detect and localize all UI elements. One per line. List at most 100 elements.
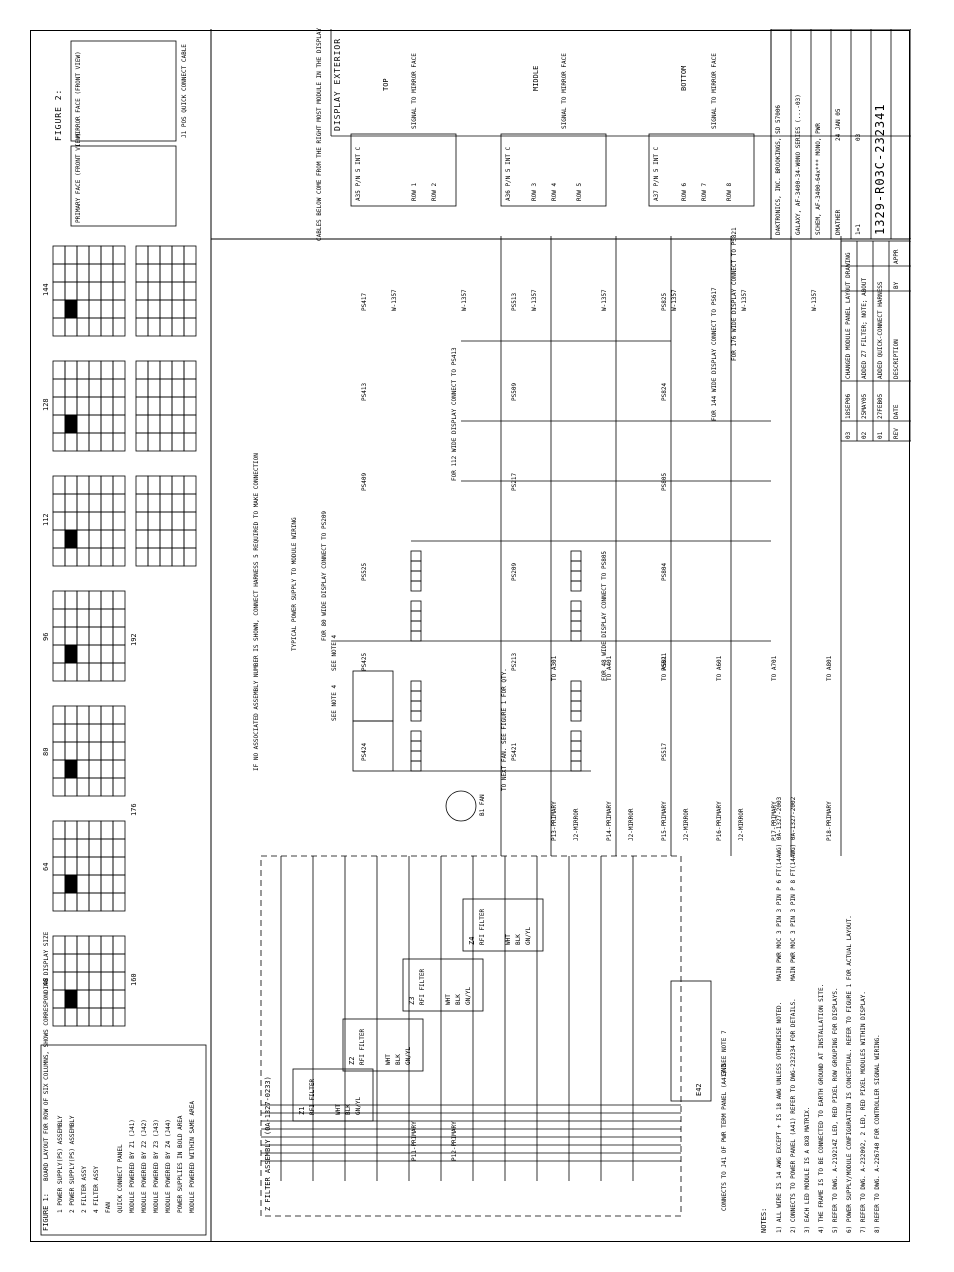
section-middle: MIDDLE [532, 65, 540, 91]
board-size-label-lower: 176 [130, 803, 138, 816]
legend-item: QUICK CONNECT PANEL [117, 1144, 124, 1213]
legend-item: MODULE POWERED WITHIN SAME AREA [189, 1101, 196, 1213]
ps-label: PS424 [361, 742, 368, 761]
z-wire-color: BLK [515, 934, 522, 945]
row-2: ROW 2 [431, 182, 438, 201]
rev-cell-desc: ADDED Z7 FILTER; NOTE; ABOUT [861, 277, 868, 379]
board-size-label-lower: 160 [130, 973, 138, 986]
revision: 03 [855, 133, 862, 141]
module-label-top: A35 P/N 5 INT C [355, 146, 362, 201]
row-8: ROW 8 [726, 182, 733, 201]
note-item: 4) THE FRAME IS TO BE CONNECTED TO EARTH… [818, 983, 825, 1233]
ps-label: PS513 [511, 292, 518, 311]
z-wire-color: GN/YL [525, 926, 532, 945]
fan-label: B1 FAN [479, 794, 486, 816]
ps-label: PS217 [511, 472, 518, 491]
figure1-boards [52, 245, 197, 1027]
rev-header-cell: REV [893, 428, 900, 439]
rev-cell-desc: ADDED QUICK-CONNECT HARNESS [877, 281, 884, 379]
cables-note: CABLES BELOW COME FROM THE RIGHT MOST MO… [316, 27, 323, 241]
harness-item: MAIN PWR MOC 3 PIN 3 PIN P 6 FT(14AWG) 0… [776, 796, 783, 981]
legend-item: MODULE POWERED BY Z3 (J43) [153, 1119, 160, 1213]
legend-item: POWER SUPPLIES IN BOLD AREA [177, 1115, 184, 1213]
mirror-face-label: MIRROR FACE (FRONT VIEW) [75, 51, 82, 138]
w-label: W-1357 [811, 289, 818, 311]
z-wire-color: WHT [505, 934, 512, 945]
rev-cell-date: 25MAY05 [861, 393, 868, 419]
rev-cell-date: 18SEP06 [845, 393, 852, 419]
ps-label: PS517 [661, 742, 668, 761]
rev-header-cell: DATE [893, 404, 900, 419]
rev-header-cell: DESCRIPTION [893, 339, 900, 379]
board-size-label: 96 [42, 632, 50, 641]
ps-label: PS413 [361, 382, 368, 401]
note-item: 6) POWER SUPPLY/MODULE CONFIGURATION IS … [846, 915, 853, 1233]
primary-label: P13-PRIMARY [551, 801, 558, 841]
ps-label: PS509 [511, 382, 518, 401]
board-size-label: 64 [42, 862, 50, 871]
legend-item: MODULE POWERED BY Z4 (J44) [165, 1119, 172, 1213]
w-label: W-1357 [391, 289, 398, 311]
rev-header-cell: APPR [893, 249, 900, 264]
z-wire-color: GN/YL [465, 986, 472, 1005]
board-size-label: 80 [42, 747, 50, 756]
ps-label: PS421 [511, 742, 518, 761]
z-unit-label: Z2 [348, 1056, 356, 1065]
to-label: TO A701 [771, 655, 778, 681]
for-80-note: FOR 80 WIDE DISPLAY CONNECT TO PS209 [321, 510, 328, 641]
for-112-note: FOR 112 WIDE DISPLAY CONNECT TO PS413 [451, 347, 458, 481]
board-size-label-lower: 192 [130, 633, 138, 646]
display-exterior-header: DISPLAY EXTERIOR [333, 37, 342, 131]
ps-label: PS824 [661, 382, 668, 401]
primary-label: P15-PRIMARY [661, 801, 668, 841]
primary-label: P16-PRIMARY [716, 801, 723, 841]
w-label: W-1357 [671, 289, 678, 311]
for-144-note: FOR 144 WIDE DISPLAY CONNECT TO PS617 [711, 287, 718, 421]
note-item: 7) REFER TO DWG. A-232092, 2 LED, RED PI… [860, 990, 867, 1233]
z-wire-color: GN/YL [355, 1096, 362, 1115]
for-176-note: FOR 176 WIDE DISPLAY CONNECT TO PS821 [731, 227, 738, 361]
company-name: DAKTRONICS, INC. BROOKINGS, SD 57006 [775, 104, 782, 235]
z-wire-color: GN/YL [405, 1046, 412, 1065]
rev-cell-desc: CHANGED MODULE PANEL LAYOUT DRAWING [845, 252, 852, 379]
z-unit-label: Z1 [298, 1106, 306, 1115]
w-label: W-1357 [461, 289, 468, 311]
board-size-label: 48 [42, 977, 50, 986]
primary-label: P11-PRIMARY [411, 1121, 418, 1161]
typical-note: TYPICAL POWER SUPPLY TO MODULE WIRING [291, 517, 298, 651]
w-label: W-1357 [741, 289, 748, 311]
signal-bottom: SIGNAL TO MIRROR FACE [711, 53, 718, 129]
board-size-label: 144 [42, 283, 50, 296]
mirror-label: J2-MIRROR [738, 808, 745, 841]
ps-label: PS425 [361, 652, 368, 671]
row-3: ROW 3 [531, 182, 538, 201]
ps-label: PS825 [661, 292, 668, 311]
z-unit-label: Z3 [408, 996, 416, 1005]
project-name: GALAXY, AF-3400-34-W0NO SERIES (...-03) [795, 94, 802, 235]
fan-note: TO NEXT FAN. SEE FIGURE 1 FOR QTY. [501, 668, 508, 791]
legend-item: 1 POWER SUPPLY(PS) ASSEMBLY [57, 1115, 64, 1213]
legend-item: MODULE POWERED BY Z1 (J41) [129, 1119, 136, 1213]
signal-top: SIGNAL TO MIRROR FACE [411, 53, 418, 129]
primary-label: P18-PRIMARY [826, 801, 833, 841]
notes-title: NOTES: [760, 1207, 768, 1233]
set-note-a: SEE NOTE 4 [331, 684, 338, 721]
signal-middle: SIGNAL TO MIRROR FACE [561, 53, 568, 129]
primary-face-label: PRIMARY FACE (FRONT VIEW) [75, 132, 82, 223]
to-label: TO A501 [661, 655, 668, 681]
legend-item: FAN [105, 1202, 112, 1213]
legend-item: 2 POWER SUPPLY(PS) ASSEMBLY [69, 1115, 76, 1213]
drawn-by: DMATHER [835, 209, 842, 235]
legend-item: 4 FILTER ASSY [93, 1166, 100, 1213]
section-bottom: BOTTOM [680, 65, 688, 91]
z-unit-type: RFI FILTER [479, 908, 486, 945]
figure1-title: FIGURE 1: [42, 1193, 50, 1231]
section-top: TOP [382, 78, 390, 91]
to-label: TO A401 [606, 655, 613, 681]
z-unit-type: RFI FILTER [419, 968, 426, 1005]
board-size-label: 112 [42, 513, 50, 526]
note-item: 2) CONNECTS TO POWER PANEL (A41) REFER T… [790, 998, 797, 1233]
figure1-subtitle: BOARD LAYOUT FOR ROW OF SIX COLUMNS, SHO… [43, 931, 50, 1181]
no-assoc-note: IF NO ASSOCIATED ASSEMBLY NUMBER IS SHOW… [253, 453, 260, 771]
ps-label: PS213 [511, 652, 518, 671]
